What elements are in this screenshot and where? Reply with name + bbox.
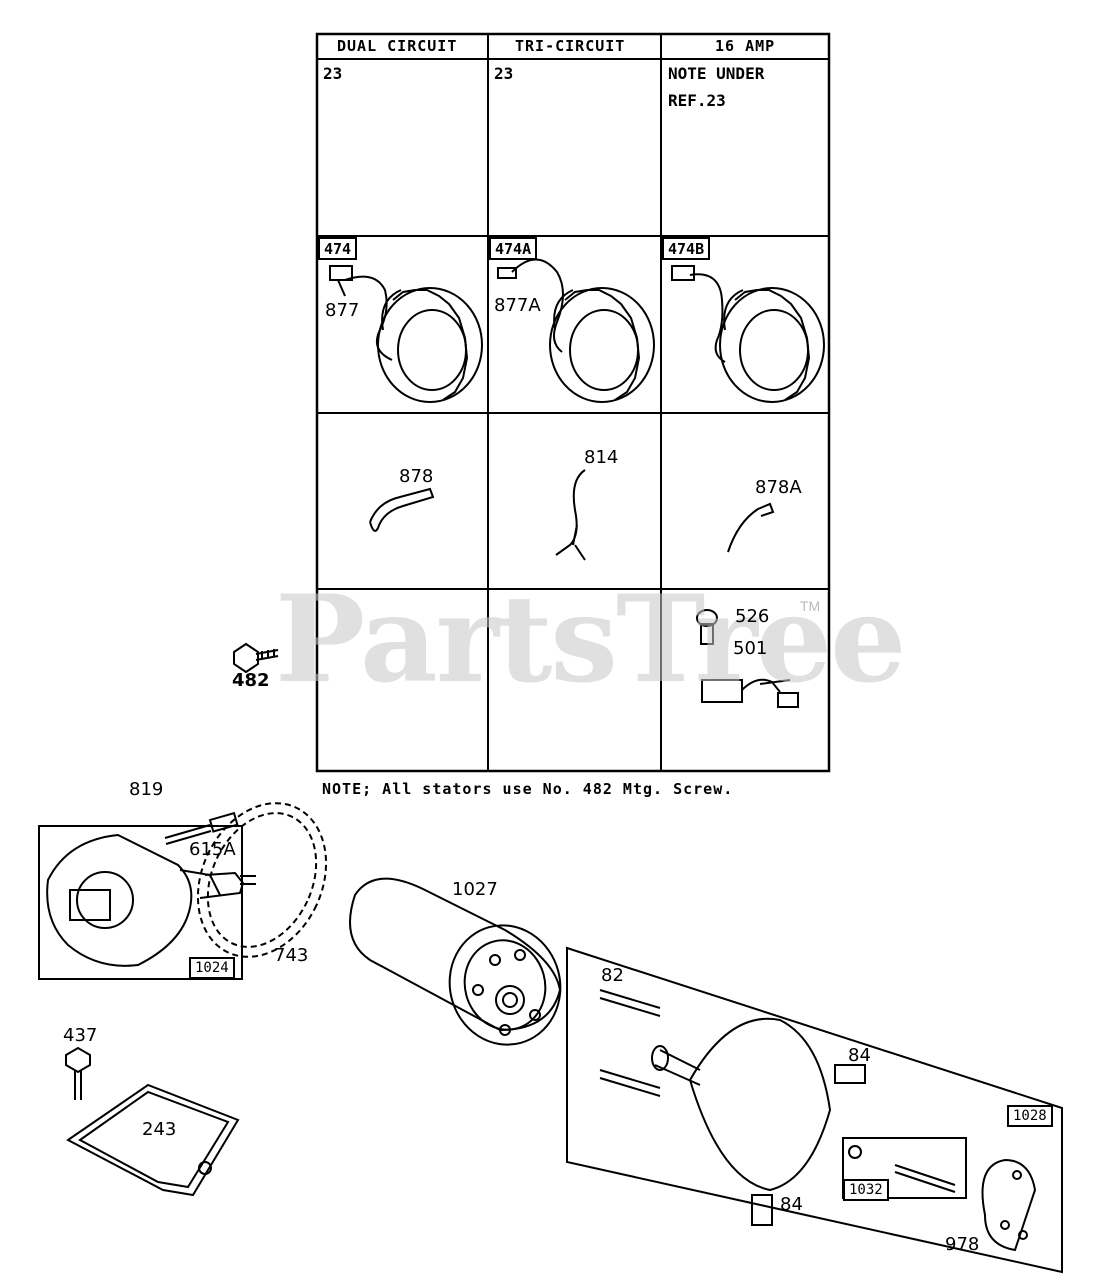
kit-474b-label: 474B [662, 237, 711, 260]
kit-474-label: 474 [318, 237, 358, 260]
wire-878a [727, 502, 775, 553]
label-814: 814 [584, 447, 619, 468]
label-1024: 1024 [189, 957, 235, 979]
label-878a: 878A [755, 477, 802, 498]
label-615a: 615A [189, 839, 236, 860]
oil-filter-1027 [349, 877, 562, 1046]
stator-table [315, 32, 831, 773]
header-tri-circuit: TRI-CIRCUIT [515, 37, 626, 55]
label-1032: 1032 [843, 1179, 889, 1201]
label-482: 482 [232, 670, 270, 691]
label-526: 526 [735, 606, 770, 627]
kit-474a-label: 474A [489, 237, 538, 260]
screw-482 [233, 642, 279, 674]
oil-pump-box [38, 825, 256, 980]
screw-437 [65, 1046, 91, 1100]
label-82: 82 [601, 965, 624, 986]
label-243: 243 [142, 1119, 177, 1140]
label-978: 978 [945, 1234, 980, 1255]
ring-743 [196, 802, 328, 958]
label-878: 878 [399, 466, 434, 487]
label-877: 877 [325, 300, 360, 321]
stator-474 [329, 265, 483, 403]
label-84-top: 84 [848, 1045, 871, 1066]
label-743: 743 [274, 945, 309, 966]
label-877a: 877A [494, 295, 541, 316]
label-1028: 1028 [1007, 1105, 1053, 1127]
ref-23-dual: 23 [323, 64, 343, 83]
wire-814 [555, 469, 586, 561]
label-819: 819 [129, 779, 164, 800]
label-437: 437 [63, 1025, 98, 1046]
label-1027: 1027 [452, 879, 498, 900]
note-under-line2: REF.23 [668, 91, 726, 110]
trademark-symbol: TM [800, 598, 821, 614]
header-dual-circuit: DUAL CIRCUIT [337, 37, 458, 55]
header-16-amp: 16 AMP [715, 37, 776, 55]
part-501 [701, 678, 799, 708]
filter-adapter-box [566, 946, 1063, 1274]
label-84-bottom: 84 [780, 1194, 803, 1215]
stator-474b [671, 265, 825, 403]
label-501: 501 [733, 638, 768, 659]
watermark: PartsTree [275, 569, 906, 710]
part-526 [696, 609, 718, 645]
stator-note: NOTE; All stators use No. 482 Mtg. Screw… [322, 780, 734, 798]
plate-243 [66, 1083, 240, 1197]
note-under-line1: NOTE UNDER [668, 64, 765, 83]
ref-23-tri: 23 [494, 64, 514, 83]
stator-474a [497, 258, 655, 403]
wire-878 [369, 487, 435, 532]
